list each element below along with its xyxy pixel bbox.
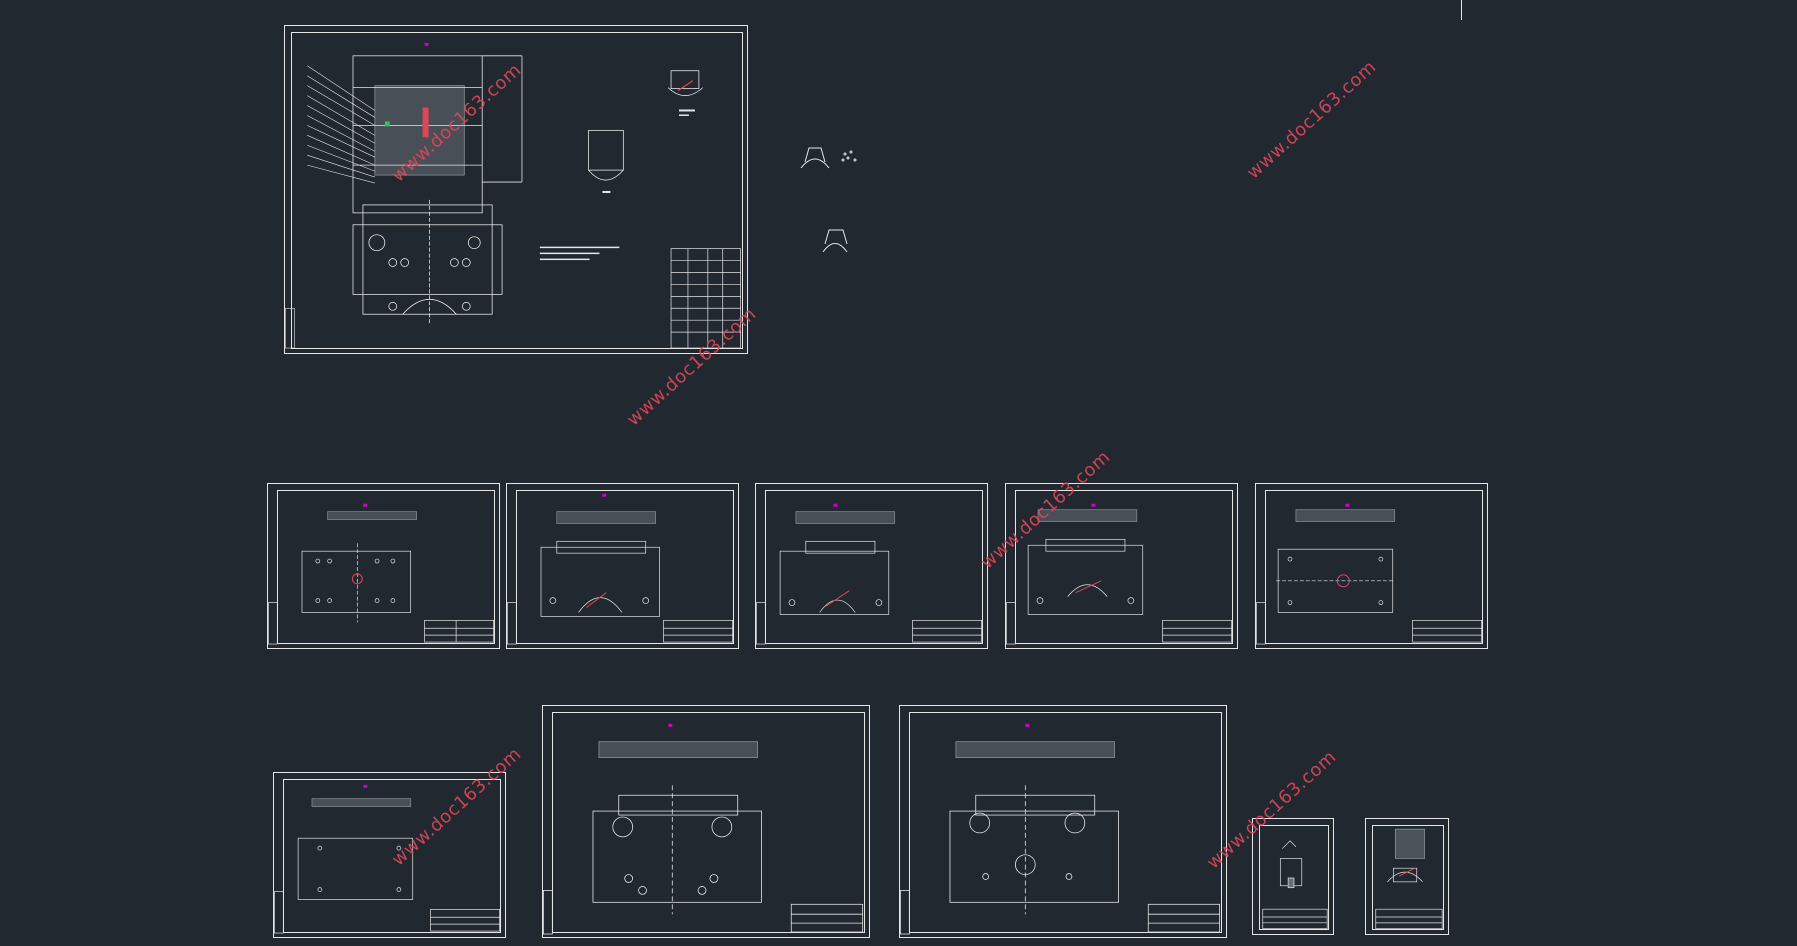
part-drawing — [1375, 828, 1443, 930]
part-drawing — [268, 503, 495, 645]
sheet-border — [291, 32, 743, 349]
part-drawing — [274, 784, 501, 934]
sheet-border — [765, 490, 983, 644]
assembly-drawing-sheet[interactable] — [284, 25, 748, 354]
watermark: www.doc163.com — [1242, 56, 1381, 184]
sheet-border — [277, 490, 495, 644]
part-drawing — [1262, 840, 1328, 930]
part-drawing — [756, 503, 983, 645]
sheet-border — [516, 490, 734, 644]
sheet-border — [1372, 825, 1444, 930]
part-drawing-sheet-7[interactable] — [542, 705, 870, 938]
sheet-border — [1015, 490, 1233, 644]
sheet-border — [1265, 490, 1483, 644]
part-drawing — [1006, 503, 1233, 645]
part-drawing-sheet-8[interactable] — [899, 705, 1227, 938]
sheet-border — [1259, 825, 1329, 930]
sheet-border — [909, 712, 1222, 933]
part-drawing-sheet-10[interactable] — [1365, 818, 1449, 935]
part-drawing-sheet-3[interactable] — [755, 483, 988, 649]
part-drawing-sheet-1[interactable] — [267, 483, 500, 649]
sheet-border — [283, 779, 501, 933]
assembly-drawing — [285, 42, 741, 349]
sheet-border — [552, 712, 865, 933]
part-drawing — [1256, 503, 1483, 645]
crosshair-cursor — [1461, 0, 1462, 20]
part-drawing-sheet-2[interactable] — [506, 483, 739, 649]
part-drawing — [900, 723, 1221, 935]
detail-sketch — [800, 147, 857, 253]
part-drawing — [543, 723, 864, 935]
part-drawing-sheet-5[interactable] — [1255, 483, 1488, 649]
part-drawing-sheet-4[interactable] — [1005, 483, 1238, 649]
part-drawing — [507, 493, 734, 645]
part-drawing-sheet-9[interactable] — [1252, 818, 1334, 935]
part-drawing-sheet-6[interactable] — [273, 772, 506, 938]
